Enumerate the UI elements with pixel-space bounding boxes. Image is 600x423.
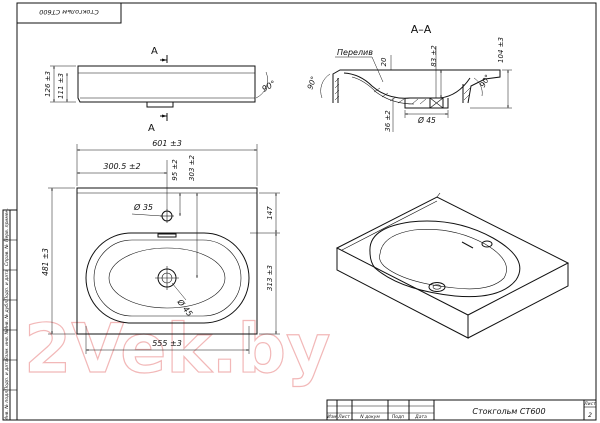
section-title: А–А xyxy=(411,23,432,36)
section-view: А–А Перелив xyxy=(305,23,512,132)
dim-back-to-drain: 303 ±2 xyxy=(188,155,196,181)
cut-label-top: А xyxy=(151,46,158,57)
dim-back-part: 147 xyxy=(266,206,274,220)
dim-tap-to-edge: 95 ±2 xyxy=(171,159,179,181)
dim-height-outer: 126 ±3 xyxy=(44,71,52,97)
dim-drain-depth: 36 ±2 xyxy=(384,110,392,132)
side-stamp-column: Инв. № подл. Подп. и дата Взам. инв. № И… xyxy=(2,208,18,421)
overflow-label: Перелив xyxy=(337,48,373,57)
corner-stamp-box xyxy=(16,2,122,24)
dim-overflow-offset: 20 xyxy=(380,57,388,66)
dim-front-part: 313 ±3 xyxy=(266,265,274,291)
tb-header-sign: Подп xyxy=(392,414,404,420)
dim-drain-diameter: Ø 45 xyxy=(417,116,436,125)
dim-tap-offset: 300.5 ±2 xyxy=(103,162,140,171)
dim-height: 104 ±3 xyxy=(497,37,505,63)
dim-angle-right: 90° xyxy=(478,73,493,89)
stamp-label-6: Справ. № xyxy=(4,244,10,266)
dim-depth: 83 ±2 xyxy=(430,45,438,67)
title-block: Изм Лист N докум Подп Дата Стокгольм СТ6… xyxy=(326,399,597,421)
side-view: А А 126 ±3 111 ±3 90° xyxy=(44,46,277,134)
section-hatching xyxy=(334,77,471,105)
dim-side-angle: 90° xyxy=(261,79,278,94)
stamp-label-7: Перв. примен. xyxy=(4,208,10,242)
dim-angle-left: 90° xyxy=(305,75,318,91)
stamp-label-5: Подп. и дата xyxy=(4,269,10,300)
tb-header-change: Изм xyxy=(327,414,337,420)
tb-header-sheet: Лист xyxy=(337,414,350,420)
stamp-label-4: Инв. № дубл. xyxy=(4,300,10,331)
stamp-label-1: Инв. № подл. xyxy=(4,389,10,420)
dim-depth-total: 481 ±3 xyxy=(41,248,50,276)
cut-label-bottom: А xyxy=(148,123,155,134)
stamp-label-2: Подп. и дата xyxy=(4,359,10,390)
tb-sheet-number: 2 xyxy=(588,412,592,419)
tb-header-date: Дата xyxy=(414,414,427,420)
tb-sheet-label: Лист xyxy=(583,401,596,407)
dim-height-inner: 111 ±3 xyxy=(57,73,65,99)
corner-stamp-text: Стокгольм СТ600 xyxy=(39,8,99,16)
dim-tap-hole: Ø 35 xyxy=(133,202,153,212)
isometric-view xyxy=(335,192,570,339)
dim-bowl-width: 555 ±3 xyxy=(152,339,182,348)
tb-product-name: Стокгольм СТ600 xyxy=(472,407,545,416)
dim-width: 601 ±3 xyxy=(152,139,182,148)
tb-header-doc: N докум xyxy=(360,414,380,420)
stamp-label-3: Взам. инв. № xyxy=(4,329,10,360)
watermark: 2Vek.by xyxy=(24,310,330,389)
